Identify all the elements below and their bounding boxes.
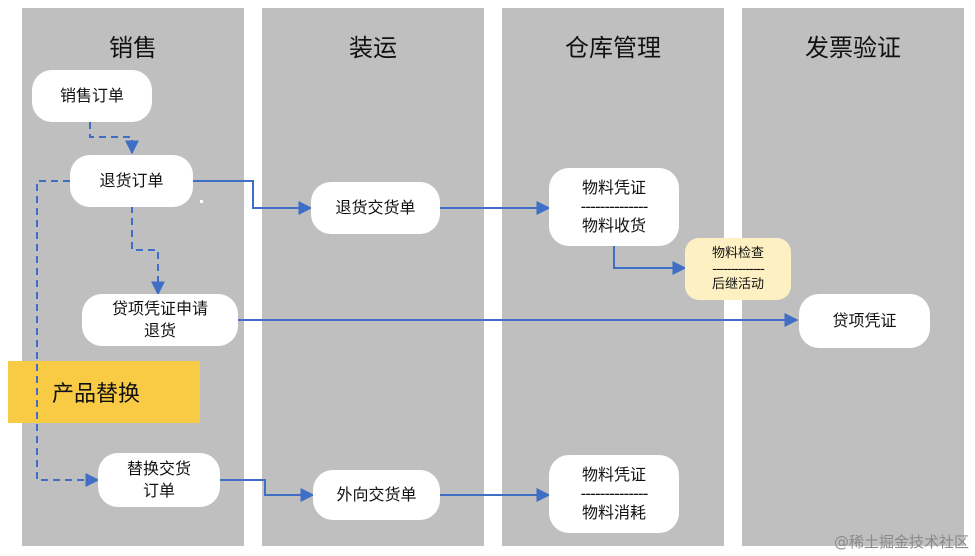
separator-line: --------------	[580, 484, 649, 503]
lane-invoice: 发票验证	[742, 8, 964, 546]
node-label: 退货订单	[99, 171, 164, 191]
lane-title: 仓库管理	[565, 34, 661, 62]
highlight-text: 产品替换	[52, 382, 141, 407]
product-replacement-label: 产品替换	[8, 361, 200, 423]
credit-memo-request-node: 贷项凭证申请 退货	[82, 294, 238, 346]
stray-dot	[200, 200, 203, 203]
lane-title: 销售	[109, 34, 157, 62]
edge-receipt-to-inspection	[613, 246, 687, 275]
node-label-line: 物料凭证	[581, 465, 646, 485]
node-label-group: 物料检查 -------------- 后继活动	[711, 245, 765, 293]
sales-order-node: 销售订单	[32, 70, 152, 122]
node-label-group: 物料凭证 -------------- 物料收货	[580, 177, 649, 236]
node-label-line: 后继活动	[711, 276, 764, 292]
node-label-line: 订单	[142, 481, 175, 500]
node-label-line: 物料收货	[581, 216, 646, 235]
node-label-line: 替换交货	[126, 459, 191, 479]
separator-line: --------------	[712, 261, 765, 277]
return-delivery-node: 退货交货单	[311, 182, 440, 234]
edge-replacement-to-outbound	[220, 479, 315, 502]
inspection-node: 物料检查 -------------- 后继活动	[685, 238, 791, 300]
node-label-line: 退货	[143, 321, 176, 340]
node-label-group: 替换交货 订单	[127, 458, 191, 501]
lane-shipping: 装运	[262, 8, 484, 546]
material-doc-consume-node: 物料凭证 -------------- 物料消耗	[549, 455, 679, 533]
node-label-group: 贷项凭证申请 退货	[112, 298, 208, 341]
edge-return-to-replacement	[36, 180, 100, 487]
lane-title: 装运	[349, 34, 397, 62]
node-label: 销售订单	[59, 86, 124, 106]
separator-line: --------------	[580, 197, 649, 216]
node-label: 贷项凭证	[832, 311, 897, 331]
material-doc-receipt-node: 物料凭证 -------------- 物料收货	[549, 168, 679, 246]
node-label: 退货交货单	[335, 198, 416, 218]
node-label-line: 物料凭证	[581, 178, 646, 198]
edge-sales-to-return	[89, 122, 139, 155]
return-order-node: 退货订单	[70, 155, 193, 207]
node-label-line: 物料消耗	[581, 503, 646, 522]
node-label: 外向交货单	[336, 485, 417, 505]
edge-return-to-credit-request	[131, 206, 165, 296]
node-label-line: 贷项凭证申请	[111, 299, 208, 319]
watermark: @稀土掘金技术社区	[833, 533, 969, 551]
credit-memo-node: 贷项凭证	[799, 294, 930, 348]
replacement-delivery-order-node: 替换交货 订单	[98, 453, 220, 507]
outbound-delivery-node: 外向交货单	[313, 470, 440, 520]
node-label-line: 物料检查	[711, 245, 764, 261]
lane-title: 发票验证	[805, 34, 901, 62]
node-label-group: 物料凭证 -------------- 物料消耗	[580, 464, 649, 523]
edge-return-to-return-delivery	[193, 180, 313, 215]
